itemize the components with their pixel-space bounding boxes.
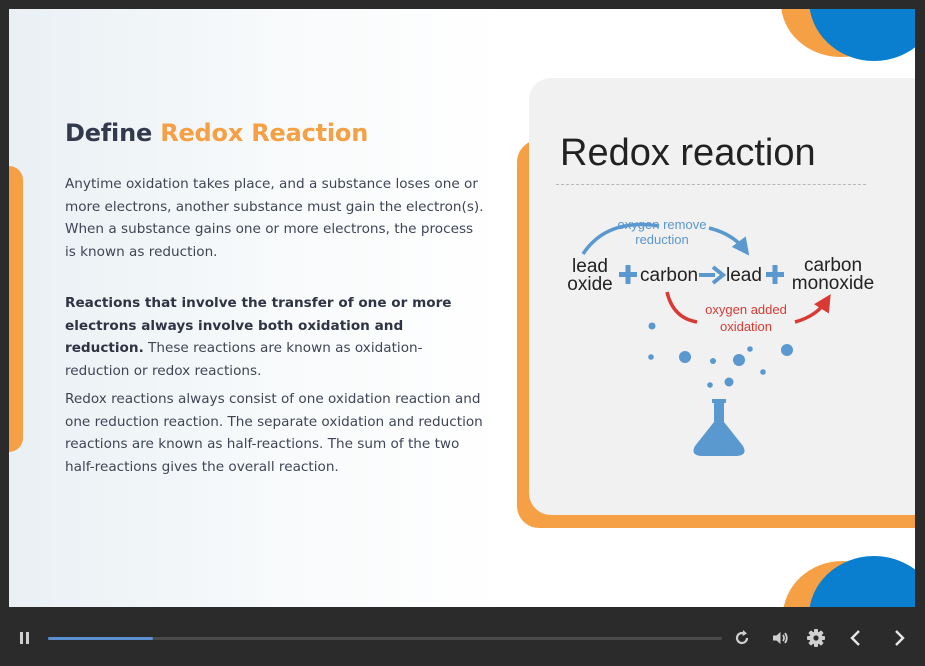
reduction-arrow [581, 222, 660, 255]
reactant-carbon: carbon [640, 265, 698, 286]
redox-diagram: oxygen remove reduction lead oxide carbo… [567, 217, 874, 456]
flask-icon [693, 399, 745, 456]
replay-button[interactable] [731, 627, 753, 649]
plus-icon-2 [766, 265, 784, 284]
previous-button[interactable] [845, 627, 867, 649]
reactant-lead-oxide-2: oxide [567, 274, 612, 295]
oxidation-label-1: oxygen added [705, 302, 787, 317]
progress-fill [48, 637, 154, 640]
gear-icon [807, 629, 825, 647]
volume-button[interactable] [769, 627, 791, 649]
paragraph-2-bold: Reactions that involve the transfer of o… [65, 295, 452, 356]
reduction-label-1: oxygen remove [618, 217, 707, 232]
oxidation-label-2: oxidation [720, 319, 772, 334]
pause-icon [20, 632, 29, 644]
reduction-label-2: reduction [635, 232, 688, 247]
frame-right-mask [915, 9, 925, 607]
paragraph-1: Anytime oxidation takes place, and a sub… [65, 176, 484, 260]
reduction-arrow-head [708, 226, 750, 256]
decor-left-bar [9, 166, 23, 452]
right-arrow-icon [699, 265, 727, 285]
product-carbon-monoxide-2: monoxide [792, 273, 874, 294]
settings-button[interactable] [805, 627, 827, 649]
paragraph-2: Reactions that involve the transfer of o… [65, 292, 485, 382]
oxidation-arrow [665, 291, 698, 324]
paragraph-2-rest: These reactions are known as oxidation-r… [65, 340, 423, 379]
volume-icon [773, 632, 788, 644]
product-carbon-monoxide-1: carbon [804, 255, 862, 276]
player-controls [0, 607, 925, 666]
oxidation-arrow-head [794, 294, 831, 324]
product-lead: lead [726, 265, 762, 286]
chevron-right-icon [895, 630, 905, 646]
progress-bar[interactable] [48, 637, 722, 640]
figure-title: Redox reaction [560, 132, 816, 174]
next-button[interactable] [888, 627, 910, 649]
figure-title-rule [556, 184, 866, 185]
plus-icon-1 [619, 265, 637, 284]
reactant-lead-oxide-1: lead [572, 256, 608, 277]
replay-icon [735, 630, 749, 645]
pause-button[interactable] [14, 627, 36, 649]
paragraph-3: Redox reactions always consist of one ox… [65, 391, 483, 475]
bubbles-icon [648, 322, 793, 388]
slide-title: Define Redox Reaction [65, 119, 369, 147]
chevron-left-icon [850, 630, 860, 646]
slide-title-accent: Redox Reaction [160, 119, 369, 147]
